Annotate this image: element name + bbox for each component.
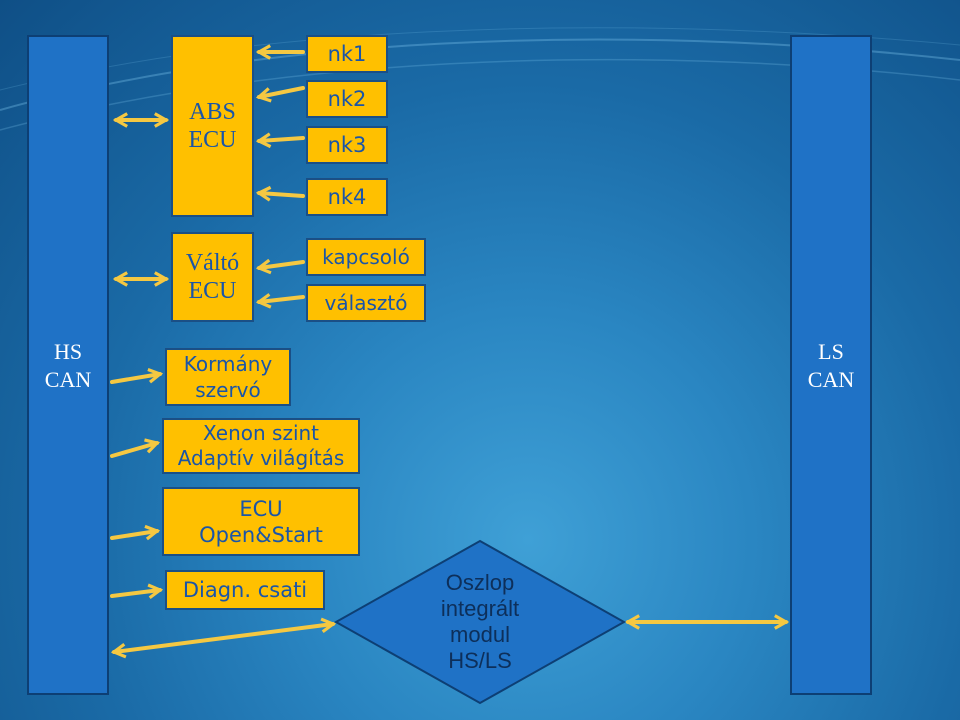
kormany-link-arrow [110,368,164,384]
ls-can-bus [790,35,872,695]
xenon-box: Xenon szint Adaptív világítás [162,418,360,474]
gateway-diamond [333,539,627,705]
hs-can-bus [27,35,109,695]
open-start-link-arrow [110,524,161,541]
nk2-box: nk2 [306,80,388,118]
nk1-box: nk1 [306,35,388,73]
diagn-link-arrow [110,583,164,600]
valaszto-arrow [255,293,305,309]
xenon-link-arrow [110,438,161,458]
nk4-arrow [255,185,305,202]
valaszto-box: választó [306,284,426,322]
ls-can-label: LS CAN [807,339,855,392]
nk4-box: nk4 [306,178,388,216]
nk3-arrow [255,132,305,149]
kormany-szervo-box: Kormány szervó [165,348,291,406]
abs-ecu-box: ABS ECU [171,35,254,217]
valto-ecu-box: Váltó ECU [171,232,254,322]
gateway-label: Oszlop integrált modul HS/LS [440,570,520,673]
gateway-hs-arrow [110,617,337,659]
open-start-box: ECU Open&Start [162,487,360,556]
nk2-arrow [255,86,305,103]
hs-can-label: HS CAN [44,339,92,392]
kapcsolo-box: kapcsoló [306,238,426,276]
kapcsolo-arrow [255,258,305,275]
diagn-csati-box: Diagn. csati [165,570,325,610]
nk3-box: nk3 [306,126,388,164]
